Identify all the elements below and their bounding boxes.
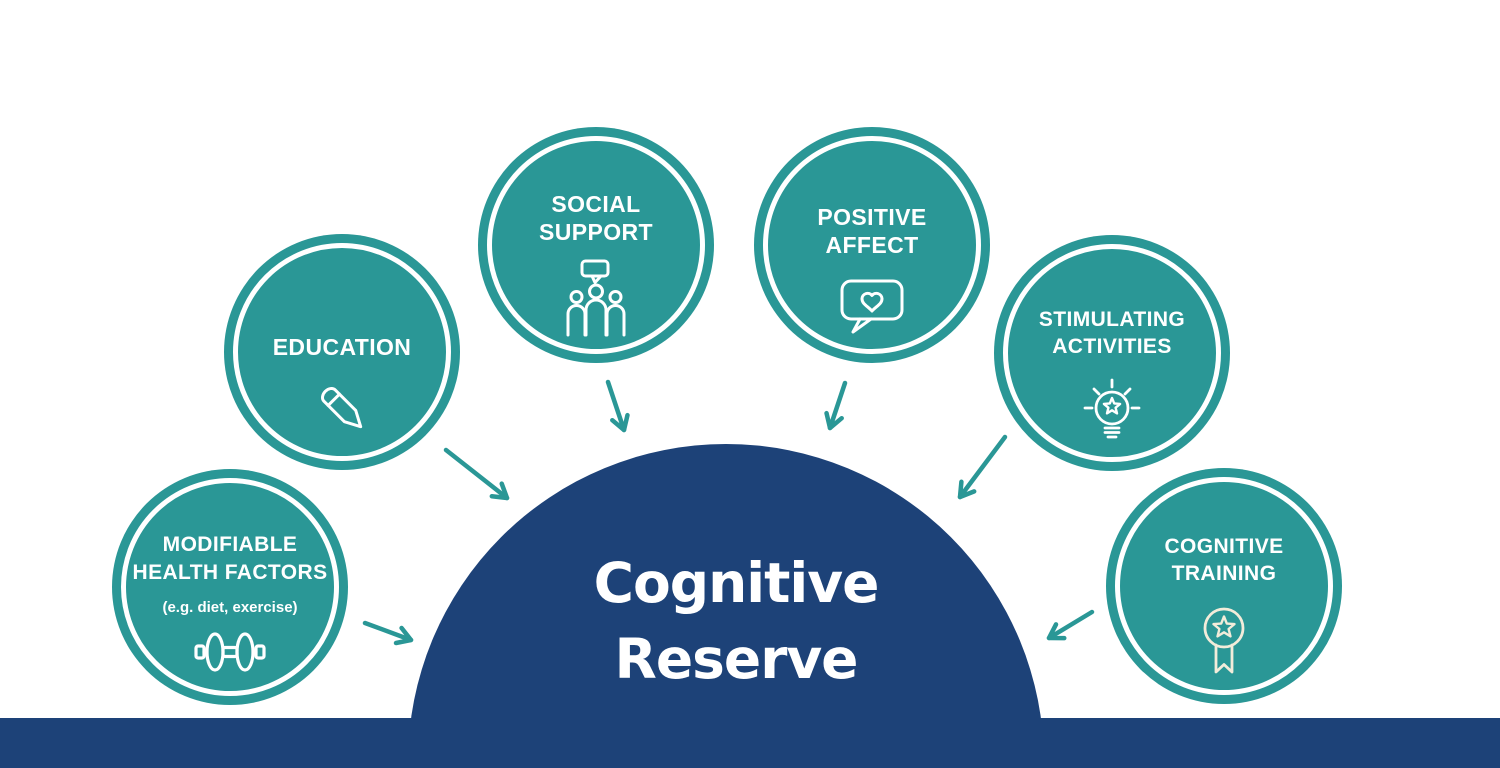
factor-label: MODIFIABLE HEALTH FACTORS xyxy=(112,531,348,587)
lightbulb-star-icon xyxy=(1083,378,1141,439)
factor-label-line: EDUCATION xyxy=(272,334,412,360)
center-title-line1: Cognitive xyxy=(593,551,880,615)
pencil-icon xyxy=(321,387,363,429)
factor-label-line: POSITIVE xyxy=(817,204,927,230)
factor-label-line: HEALTH FACTORS xyxy=(132,561,328,584)
circle-ring xyxy=(487,136,705,354)
factor-label-line: SUPPORT xyxy=(539,219,653,245)
factor-circle-stimulating-activities: STIMULATING ACTIVITIES xyxy=(994,235,1230,471)
factor-label-line: MODIFIABLE xyxy=(162,533,298,556)
factor-circle-education: EDUCATION xyxy=(224,234,460,470)
circle-ring xyxy=(1003,244,1221,462)
arrow-social-support xyxy=(605,379,630,433)
cognitive-reserve-dome xyxy=(408,444,1044,768)
factor-circle-social-support: SOCIAL SUPPORT xyxy=(478,127,714,363)
dumbbell-icon xyxy=(194,632,266,672)
factor-label: SOCIAL SUPPORT xyxy=(478,190,714,246)
arrow-education xyxy=(443,447,510,501)
factor-label-line: SOCIAL xyxy=(551,191,641,217)
factor-label: COGNITIVE TRAINING xyxy=(1106,533,1342,587)
factor-circle-cognitive-training: COGNITIVE TRAINING xyxy=(1106,468,1342,704)
factor-label: STIMULATING ACTIVITIES xyxy=(994,306,1230,360)
arrow-modifiable-health-factors xyxy=(362,620,414,646)
circle-ring xyxy=(1115,477,1333,695)
arrow-stimulating-activities xyxy=(957,434,1008,500)
factor-label: POSITIVE AFFECT xyxy=(754,203,990,259)
factor-label-line: STIMULATING xyxy=(1038,308,1186,331)
bottom-bar xyxy=(0,718,1500,768)
people-speech-bubble-icon xyxy=(566,259,626,337)
circle-ring xyxy=(121,478,339,696)
circle-ring xyxy=(233,243,451,461)
factor-label-line: COGNITIVE xyxy=(1164,535,1284,558)
center-title: Cognitive Reserve xyxy=(436,545,1036,697)
connector-arrows xyxy=(362,379,1095,646)
arrow-cognitive-training xyxy=(1046,609,1095,641)
factor-circle-positive-affect: POSITIVE AFFECT xyxy=(754,127,990,363)
heart-speech-bubble-icon xyxy=(840,279,904,334)
arrow-positive-affect xyxy=(824,380,848,431)
factor-label-line: AFFECT xyxy=(825,232,919,258)
factor-label-line: TRAINING xyxy=(1171,562,1277,585)
center-title-line2: Reserve xyxy=(614,627,859,691)
factor-circle-modifiable-health-factors: MODIFIABLE HEALTH FACTORS (e.g. diet, ex… xyxy=(112,469,348,705)
circle-ring xyxy=(763,136,981,354)
factor-sublabel: (e.g. diet, exercise) xyxy=(162,599,298,616)
factor-label-line: ACTIVITIES xyxy=(1052,335,1172,358)
factor-label: EDUCATION xyxy=(224,333,460,361)
award-ribbon-icon xyxy=(1203,607,1245,674)
